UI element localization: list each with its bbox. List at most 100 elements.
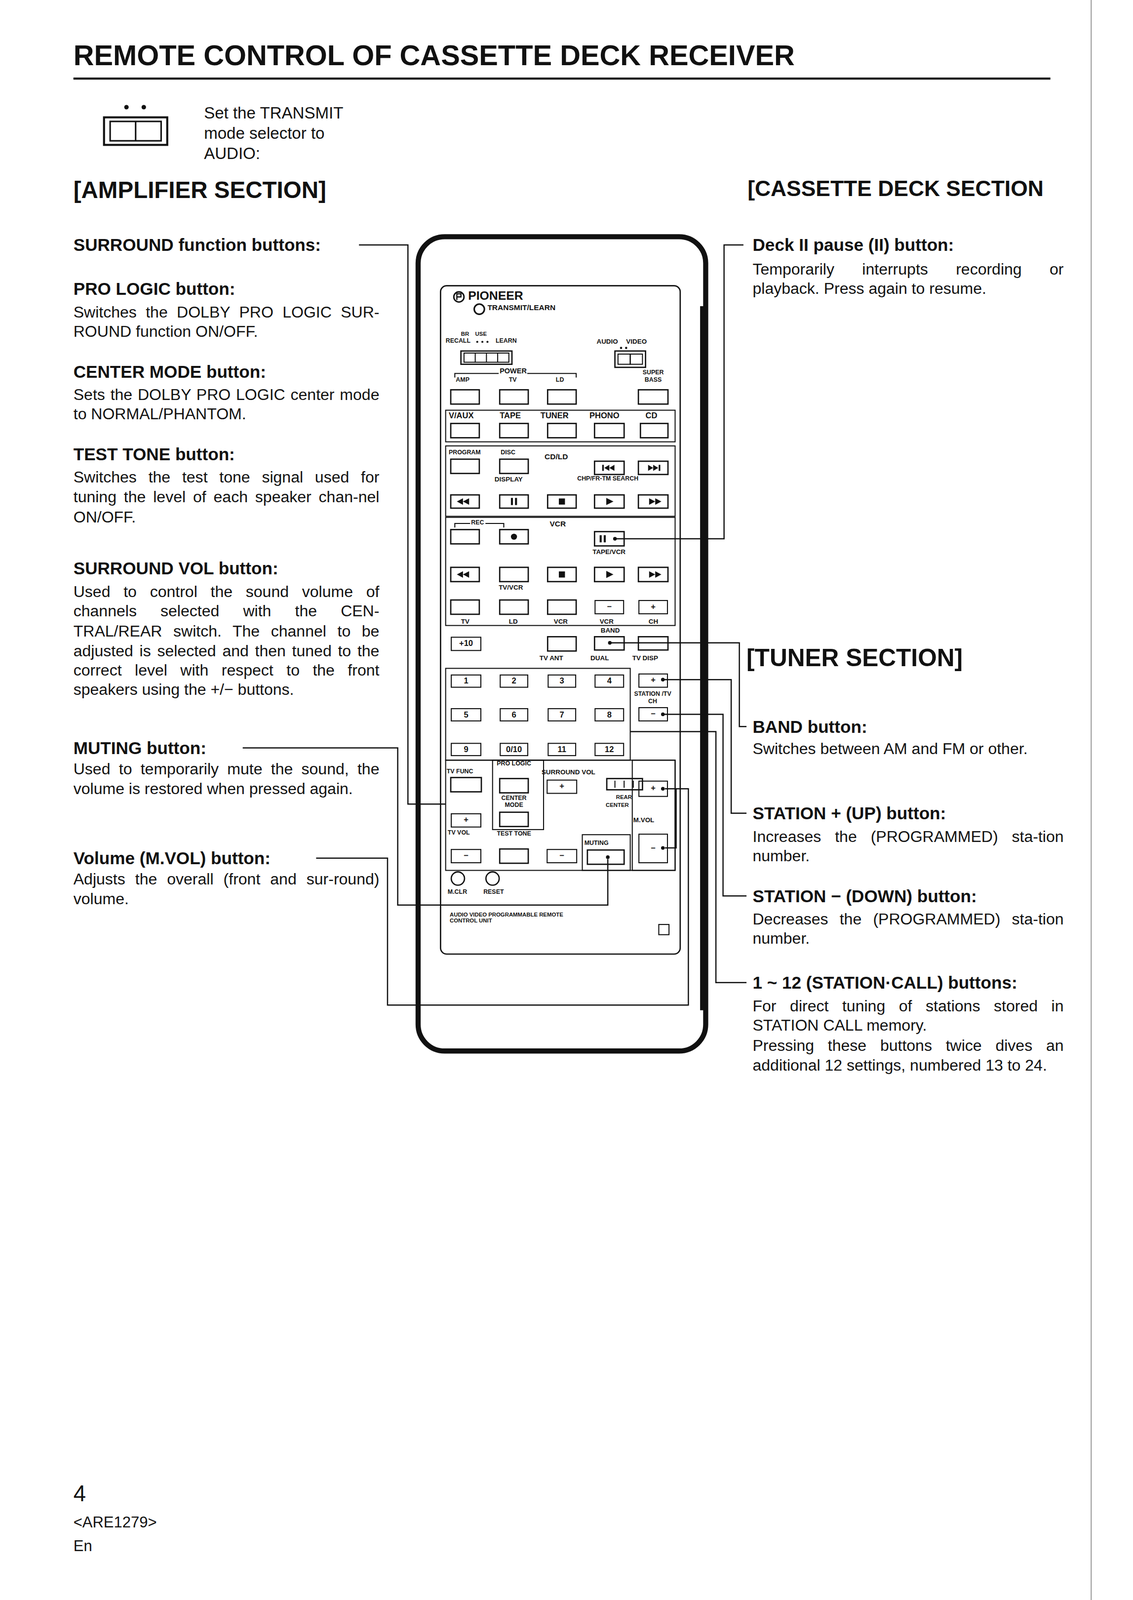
button-label: CD	[645, 412, 658, 422]
button-label: BAND	[600, 626, 621, 634]
button-label: RESET	[483, 888, 504, 896]
button-text: −	[650, 844, 656, 853]
button-text: +	[650, 676, 656, 685]
button-label: VCR	[549, 520, 566, 529]
button-box: +	[638, 599, 668, 615]
button-label: TAPE	[499, 412, 521, 422]
button-label: SURROUND VOL	[541, 768, 596, 776]
button-label: M.VOL	[633, 816, 655, 824]
button-text: 0/10	[506, 744, 522, 754]
button-text: 12	[604, 744, 614, 754]
button-text: 1	[463, 676, 469, 686]
button-label: PRO LOGIC	[496, 759, 532, 767]
button-box: 0/10	[499, 742, 529, 756]
button-box: +	[638, 780, 668, 797]
button-box: −	[546, 848, 578, 863]
button-box: 8	[594, 707, 625, 722]
button-label: RECALL	[445, 337, 471, 345]
button-box: 12	[594, 742, 625, 756]
button-box: 4	[594, 674, 625, 688]
item-description: Switches the DOLBY PRO LOGIC SUR-ROUND f…	[73, 302, 380, 342]
button-label: POWER	[498, 367, 528, 376]
selector-icon	[104, 104, 168, 145]
section-heading: [TUNER SECTION]	[746, 642, 963, 674]
button-text: 2	[511, 676, 516, 686]
button-box: +	[638, 673, 668, 688]
button-box: 3	[547, 674, 577, 688]
button-label: REAR	[616, 793, 632, 801]
button-text: 11	[557, 744, 566, 754]
button-box: +	[546, 779, 578, 794]
item-description: Switches between AM and FM or other.	[752, 738, 1064, 759]
button-label: TV VOL	[447, 829, 470, 837]
button-box: −	[594, 599, 625, 615]
button-label: TV FUNC	[446, 768, 474, 776]
item-description: Increases the (PROGRAMMED) sta-tion numb…	[752, 826, 1064, 866]
button-label: M.CLR	[447, 888, 468, 896]
button-box: +	[450, 813, 482, 828]
item-description: Pressing these buttons twice dives an ad…	[752, 1035, 1064, 1075]
item-heading: SURROUND VOL button:	[73, 557, 279, 580]
item-heading: 1 ~ 12 (STATION·CALL) buttons:	[752, 972, 1017, 994]
button-box: 11	[547, 742, 577, 756]
item-description: For direct tuning of stations stored in …	[752, 995, 1064, 1036]
item-description: Switches the test tone signal used for t…	[73, 467, 380, 527]
item-heading: MUTING button:	[73, 737, 207, 760]
button-box: 2	[499, 674, 529, 688]
button-label: TV DISP	[632, 653, 659, 662]
button-label: STATION /TV CH	[633, 690, 672, 705]
plain-buttons	[450, 389, 668, 864]
item-heading: SURROUND function buttons:	[73, 234, 321, 257]
item-description: Decreases the (PROGRAMMED) sta-tion numb…	[752, 908, 1064, 949]
page-title: REMOTE CONTROL OF CASSETTE DECK RECEIVER	[73, 39, 795, 74]
button-text: +	[650, 602, 656, 612]
button-label: VCR	[553, 617, 568, 625]
item-heading: STATION + (UP) button:	[752, 802, 946, 825]
button-text: 9	[463, 744, 469, 754]
button-label: BR	[461, 330, 469, 337]
remote-body	[418, 236, 706, 1051]
button-box: −	[450, 848, 482, 863]
item-description: Used to temporarily mute the sound, the …	[73, 758, 380, 799]
item-description: Used to control the sound volume of chan…	[73, 581, 380, 700]
button-text: +	[463, 816, 469, 825]
button-label: USE	[475, 330, 487, 337]
button-label: TAPE/VCR	[592, 547, 626, 556]
button-label: TRANSMIT/LEARN	[487, 304, 556, 313]
button-label: LD	[555, 376, 565, 384]
button-label: CENTER MODE	[495, 794, 533, 809]
item-heading: STATION − (DOWN) button:	[752, 885, 977, 908]
button-label: TV	[508, 376, 517, 384]
item-description: Sets the DOLBY PRO LOGIC center mode to …	[73, 384, 380, 425]
button-symbols	[456, 464, 662, 578]
button-box: −	[638, 833, 668, 863]
button-label: CHP/FR-TM SEARCH	[577, 475, 639, 483]
button-label: DISC	[500, 448, 516, 456]
section-heading: [CASSETTE DECK SECTION	[747, 175, 1044, 203]
button-label: VCR	[599, 617, 614, 625]
button-label: LEARN	[495, 337, 517, 345]
button-label: CD/LD	[544, 452, 568, 462]
button-label: TV	[461, 617, 470, 625]
button-text: +	[650, 784, 656, 793]
button-text: −	[463, 851, 469, 860]
button-box: 5	[450, 707, 482, 722]
button-label: TV/VCR	[498, 583, 523, 591]
button-text: 8	[607, 710, 612, 719]
item-heading: Volume (M.VOL) button:	[73, 847, 271, 870]
button-label: PHONO	[589, 412, 620, 422]
instruction-text: Set the TRANSMIT mode selector to AUDIO:	[203, 103, 373, 164]
button-text: −	[559, 851, 565, 860]
button-text: +10	[459, 639, 473, 649]
button-box: 7	[547, 707, 577, 722]
button-label: MUTING	[584, 839, 609, 847]
button-text: 5	[463, 710, 469, 719]
language-code: En	[73, 1536, 93, 1556]
button-label: PIONEER	[468, 288, 524, 304]
button-text: 6	[511, 710, 516, 719]
item-heading: CENTER MODE button:	[73, 360, 267, 383]
button-box: +10	[450, 636, 482, 651]
button-label: AUDIO VIDEO PROGRAMMABLE REMOTE CONTROL …	[449, 910, 578, 924]
button-label: CENTER	[605, 801, 629, 809]
button-label: DISPLAY	[494, 475, 523, 483]
